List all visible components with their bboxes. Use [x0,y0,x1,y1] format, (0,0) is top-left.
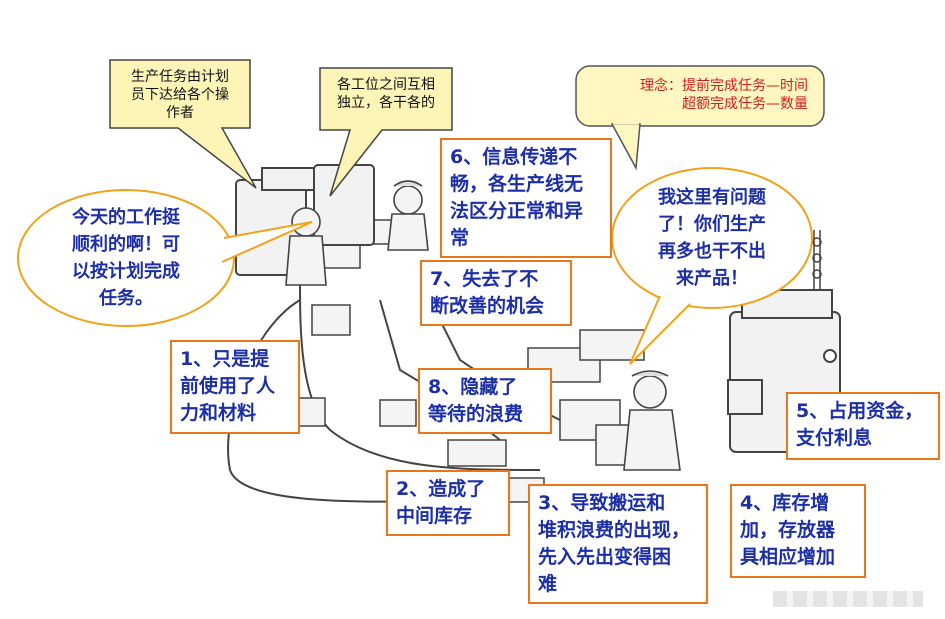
independent-bubble-text: 各工位之间互相 独立，各干各的 [337,77,435,111]
idea-bubble-text: 理念：提前完成任务—时间 超额完成任务—数量 [640,78,808,112]
left-worker-speech: 今天的工作挺 顺利的啊！可 以按计划完成 任务。 [72,207,180,309]
worker-figures [285,180,681,471]
idea-speech-bubble [575,65,825,171]
left-worker-oval [17,189,313,327]
right-worker-speech: 我这里有问题 了！你们生产 再多也干不出 来产品！ [658,187,766,289]
callout-8-hidden-waiting: 8、隐藏了 等待的浪费 [418,368,552,434]
blurred-watermark [773,591,923,607]
plan-bubble-text: 生产任务由计划 员下达给各个操 作者 [131,69,229,121]
plan-speech-bubble [109,59,257,189]
callout-4-inventory-increase: 4、库存增 加，存放器 具相应增加 [730,484,866,578]
callout-2-intermediate-inventory: 2、造成了 中间库存 [386,470,510,536]
callout-6-information-flow: 6、信息传递不 畅，各生产线无 法区分正常和异 常 [440,138,612,258]
independent-speech-bubble [319,67,453,197]
right-worker-oval [611,167,813,365]
callout-7-lost-improvement: 7、失去了不 断改善的机会 [420,260,572,326]
callout-3-handling-waste: 3、导致搬运和 堆积浪费的出现， 先入先出变得困 难 [528,484,708,604]
callout-1-early-resources: 1、只是提 前使用了人 力和材料 [170,340,300,434]
callout-5-capital-interest: 5、占用资金， 支付利息 [786,392,940,460]
